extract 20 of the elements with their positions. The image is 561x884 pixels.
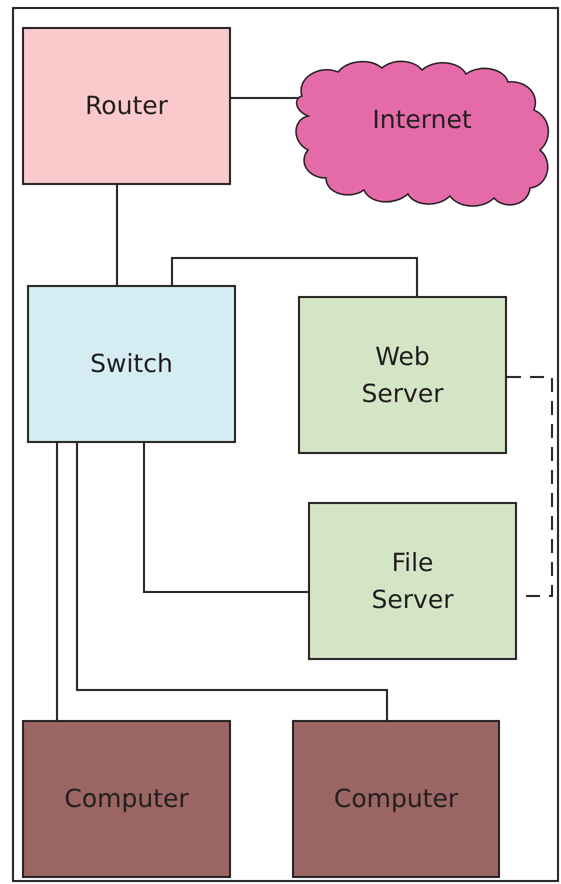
node-label: File Server [370, 546, 454, 616]
device-box [22, 720, 231, 878]
device-box [292, 720, 500, 878]
node-label: Switch [90, 348, 173, 380]
node-label: Computer [64, 783, 189, 816]
node-label: Router [85, 90, 168, 122]
device-box [22, 27, 231, 185]
node-label: Computer [334, 783, 458, 816]
dashed-connector [507, 376, 553, 597]
connector-line [143, 443, 308, 593]
node-label: Web Server [360, 340, 444, 410]
device-box [298, 296, 507, 454]
connector-line [231, 97, 298, 99]
connector-line [116, 185, 118, 285]
node-label: Internet [372, 104, 472, 136]
connector-line [76, 443, 388, 720]
connector-line [171, 257, 418, 296]
device-box [27, 285, 236, 443]
device-box [308, 502, 517, 660]
connector-line [56, 443, 58, 720]
